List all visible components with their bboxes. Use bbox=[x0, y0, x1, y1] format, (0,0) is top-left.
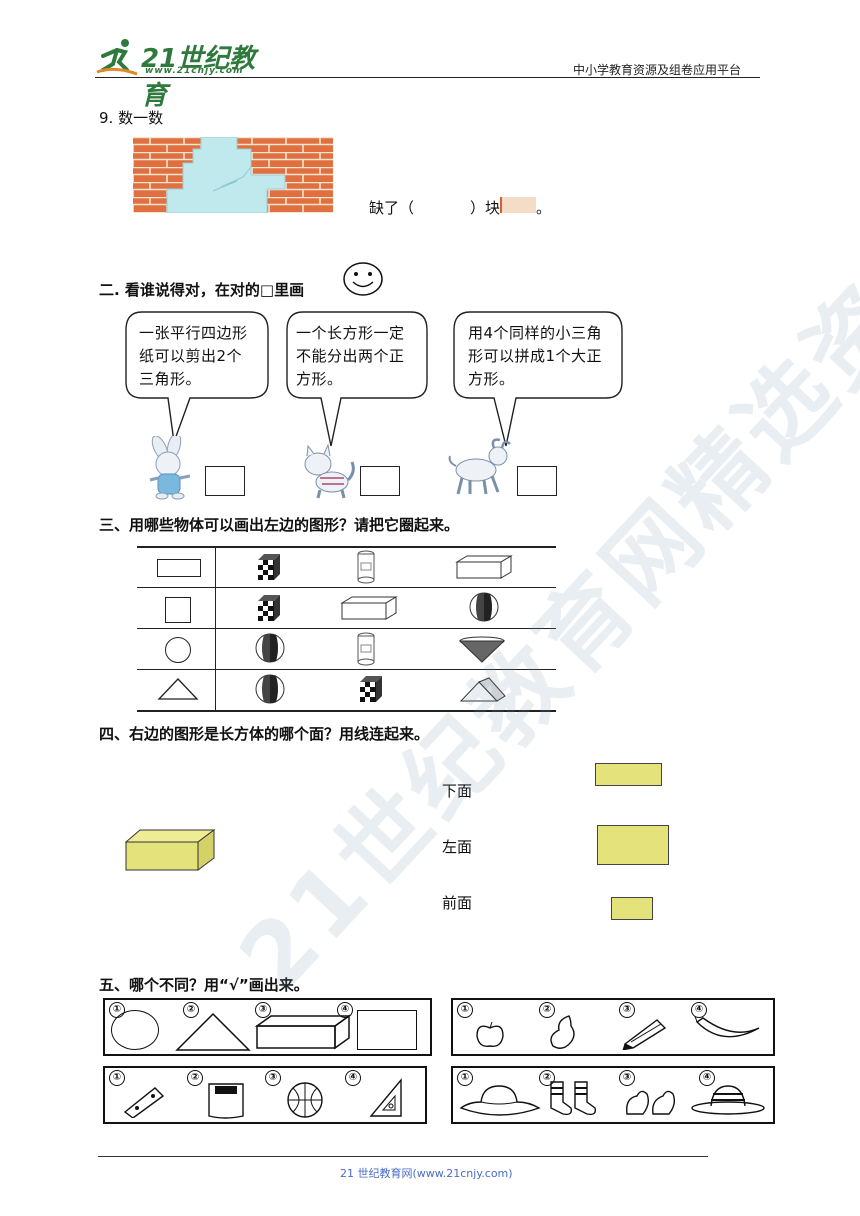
header-tagline: 中小学教育资源及组卷应用平台 bbox=[573, 63, 742, 77]
speech-bubble-3 bbox=[453, 311, 623, 447]
footer-text: 21 世纪教育网(www.21cnjy.com) bbox=[340, 1167, 513, 1180]
banana-icon[interactable] bbox=[693, 1014, 763, 1048]
apple-icon[interactable] bbox=[473, 1020, 507, 1050]
option-number: ① bbox=[457, 1070, 473, 1086]
face-label-front: 前面 bbox=[442, 894, 473, 912]
ball-icon bbox=[255, 633, 285, 663]
odd-one-out-box-shapes: ① ② ③ ④ bbox=[103, 998, 432, 1056]
odd-one-out-box-fruits: ① ② ③ ④ bbox=[451, 998, 775, 1056]
option-number: ③ bbox=[619, 1070, 635, 1086]
option-number: ④ bbox=[337, 1002, 353, 1018]
smiley-face-icon bbox=[343, 262, 383, 296]
square-shape bbox=[165, 597, 191, 623]
q9-answer-suffix: ）块 bbox=[470, 199, 501, 217]
speech-bubble-1 bbox=[125, 311, 269, 443]
box-icon bbox=[340, 596, 398, 620]
cube-icon bbox=[258, 595, 280, 621]
triangle-option[interactable] bbox=[175, 1012, 251, 1052]
checkbox-3[interactable] bbox=[517, 466, 557, 496]
rabbit-icon bbox=[149, 436, 191, 500]
cat-icon bbox=[304, 443, 355, 499]
basketball-icon[interactable] bbox=[285, 1080, 325, 1120]
circle-shape bbox=[165, 637, 191, 663]
q9-title: 9. 数一数 bbox=[99, 109, 164, 127]
option-number: ④ bbox=[691, 1002, 707, 1018]
brick-wall-figure bbox=[133, 137, 333, 213]
logo-url: www.21cnjy.com bbox=[145, 66, 244, 76]
option-number: ④ bbox=[345, 1070, 361, 1086]
section4-title: 四、右边的图形是长方体的哪个面？用线连起来。 bbox=[99, 725, 430, 743]
mittens-icon[interactable] bbox=[623, 1086, 679, 1118]
option-number: ③ bbox=[255, 1002, 271, 1018]
bubble-2-text: 一个长方形一定不能分出两个正方形。 bbox=[296, 324, 405, 388]
section2-title: 二. 看谁说得对，在对的□里画 bbox=[99, 281, 305, 299]
odd-one-out-box-clothes: ① ② ③ ④ bbox=[451, 1066, 775, 1124]
shapes-table bbox=[137, 546, 556, 712]
checkbox-1[interactable] bbox=[205, 466, 245, 496]
pencil-icon[interactable] bbox=[621, 1014, 669, 1050]
cuboid-option[interactable] bbox=[255, 1014, 353, 1050]
option-number: ② bbox=[187, 1070, 203, 1086]
triangle-shape bbox=[157, 678, 199, 700]
prism-icon bbox=[459, 677, 506, 702]
cone-icon bbox=[458, 636, 506, 663]
option-number: ② bbox=[539, 1002, 555, 1018]
face-rect-large bbox=[597, 825, 669, 865]
option-number: ① bbox=[457, 1002, 473, 1018]
box-icon bbox=[455, 555, 513, 579]
header-divider bbox=[95, 77, 760, 78]
logo: 21世纪教育 www.21cnjy.com bbox=[95, 34, 265, 111]
ball-icon bbox=[469, 592, 499, 622]
speech-bubble-2 bbox=[286, 311, 428, 447]
can-icon bbox=[357, 632, 375, 666]
socks-icon[interactable] bbox=[545, 1078, 601, 1118]
square-option[interactable] bbox=[357, 1010, 417, 1050]
odd-one-out-box-supplies: ① ② ③ ④ bbox=[103, 1066, 427, 1124]
ball-icon bbox=[255, 674, 285, 704]
option-number: ③ bbox=[619, 1002, 635, 1018]
sun-hat-icon[interactable] bbox=[459, 1082, 541, 1116]
q9-answer-prefix: 缺了（ bbox=[369, 199, 415, 217]
checkbox-2[interactable] bbox=[360, 466, 400, 496]
cube-icon bbox=[360, 676, 382, 702]
can-icon bbox=[357, 550, 375, 584]
footer-divider bbox=[98, 1156, 708, 1157]
runner-logo-icon bbox=[96, 39, 138, 76]
bubble-1-text: 一张平行四边形纸可以剪出2个三角形。 bbox=[139, 324, 248, 388]
option-number: ④ bbox=[699, 1070, 715, 1086]
set-square-icon[interactable] bbox=[369, 1078, 405, 1118]
option-number: ② bbox=[183, 1002, 199, 1018]
cuboid-figure bbox=[124, 829, 216, 871]
face-label-bottom: 下面 bbox=[442, 782, 473, 800]
face-rect-wide bbox=[595, 763, 662, 786]
single-brick-icon bbox=[500, 197, 536, 213]
face-label-left: 左面 bbox=[442, 838, 473, 856]
cube-icon bbox=[258, 554, 280, 580]
bubble-3-text: 用4个同样的小三角形可以拼成1个大正方形。 bbox=[468, 324, 603, 388]
circle-option[interactable] bbox=[111, 1010, 159, 1050]
sharpener-icon[interactable] bbox=[121, 1082, 167, 1118]
option-number: ① bbox=[109, 1070, 125, 1086]
goat-icon bbox=[448, 438, 511, 495]
section5-title: 五、哪个不同？用“√”画出来。 bbox=[99, 976, 309, 994]
option-number: ③ bbox=[265, 1070, 281, 1086]
face-rect-small bbox=[611, 897, 653, 920]
q9-answer-end: 。 bbox=[536, 199, 552, 217]
section3-title: 三、用哪些物体可以画出左边的图形？请把它圈起来。 bbox=[99, 516, 460, 534]
logo-title: 21世纪教育 bbox=[141, 44, 256, 111]
notebook-icon[interactable] bbox=[205, 1080, 247, 1120]
rectangle-shape bbox=[157, 559, 201, 577]
pear-icon[interactable] bbox=[543, 1012, 583, 1052]
straw-hat-icon[interactable] bbox=[689, 1082, 767, 1116]
